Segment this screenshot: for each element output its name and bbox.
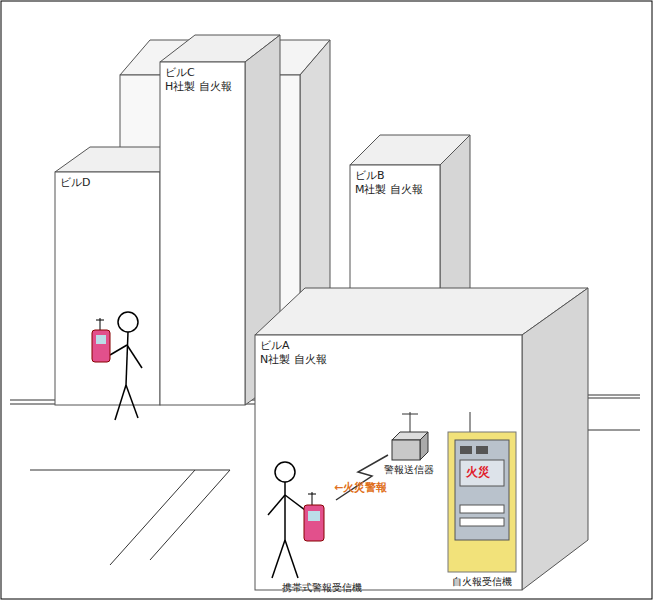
building-box: ビルAN社製 自火報 bbox=[255, 335, 522, 590]
standing-person bbox=[268, 462, 305, 578]
building-system: H社製 自火報 bbox=[165, 80, 240, 94]
part-label: ←火災警報 bbox=[334, 482, 387, 494]
building-name: ビルA bbox=[260, 339, 517, 353]
portable-receiver bbox=[304, 492, 324, 541]
building-system: M社製 自火報 bbox=[355, 183, 435, 197]
building-system: N社製 自火報 bbox=[260, 353, 517, 367]
part-label: 警報送信器 bbox=[384, 464, 434, 476]
building-box: ビルD bbox=[55, 172, 160, 405]
part-label: 火災 bbox=[466, 466, 490, 478]
building-a bbox=[255, 288, 588, 590]
alarm-transmitter bbox=[392, 412, 428, 460]
building-name: ビルB bbox=[355, 169, 435, 183]
portable-receiver bbox=[92, 318, 110, 362]
building-name: ビルC bbox=[165, 66, 240, 80]
fire-alarm-panel bbox=[448, 412, 516, 572]
building-name: ビルD bbox=[60, 176, 155, 190]
building-box: ビルCH社製 自火報 bbox=[160, 62, 245, 405]
part-label: 携帯式警報受信機 bbox=[282, 582, 362, 594]
part-label: 自火報受信機 bbox=[452, 576, 512, 588]
building-box: ビルBM社製 自火報 bbox=[350, 165, 440, 335]
walking-person bbox=[110, 312, 142, 420]
